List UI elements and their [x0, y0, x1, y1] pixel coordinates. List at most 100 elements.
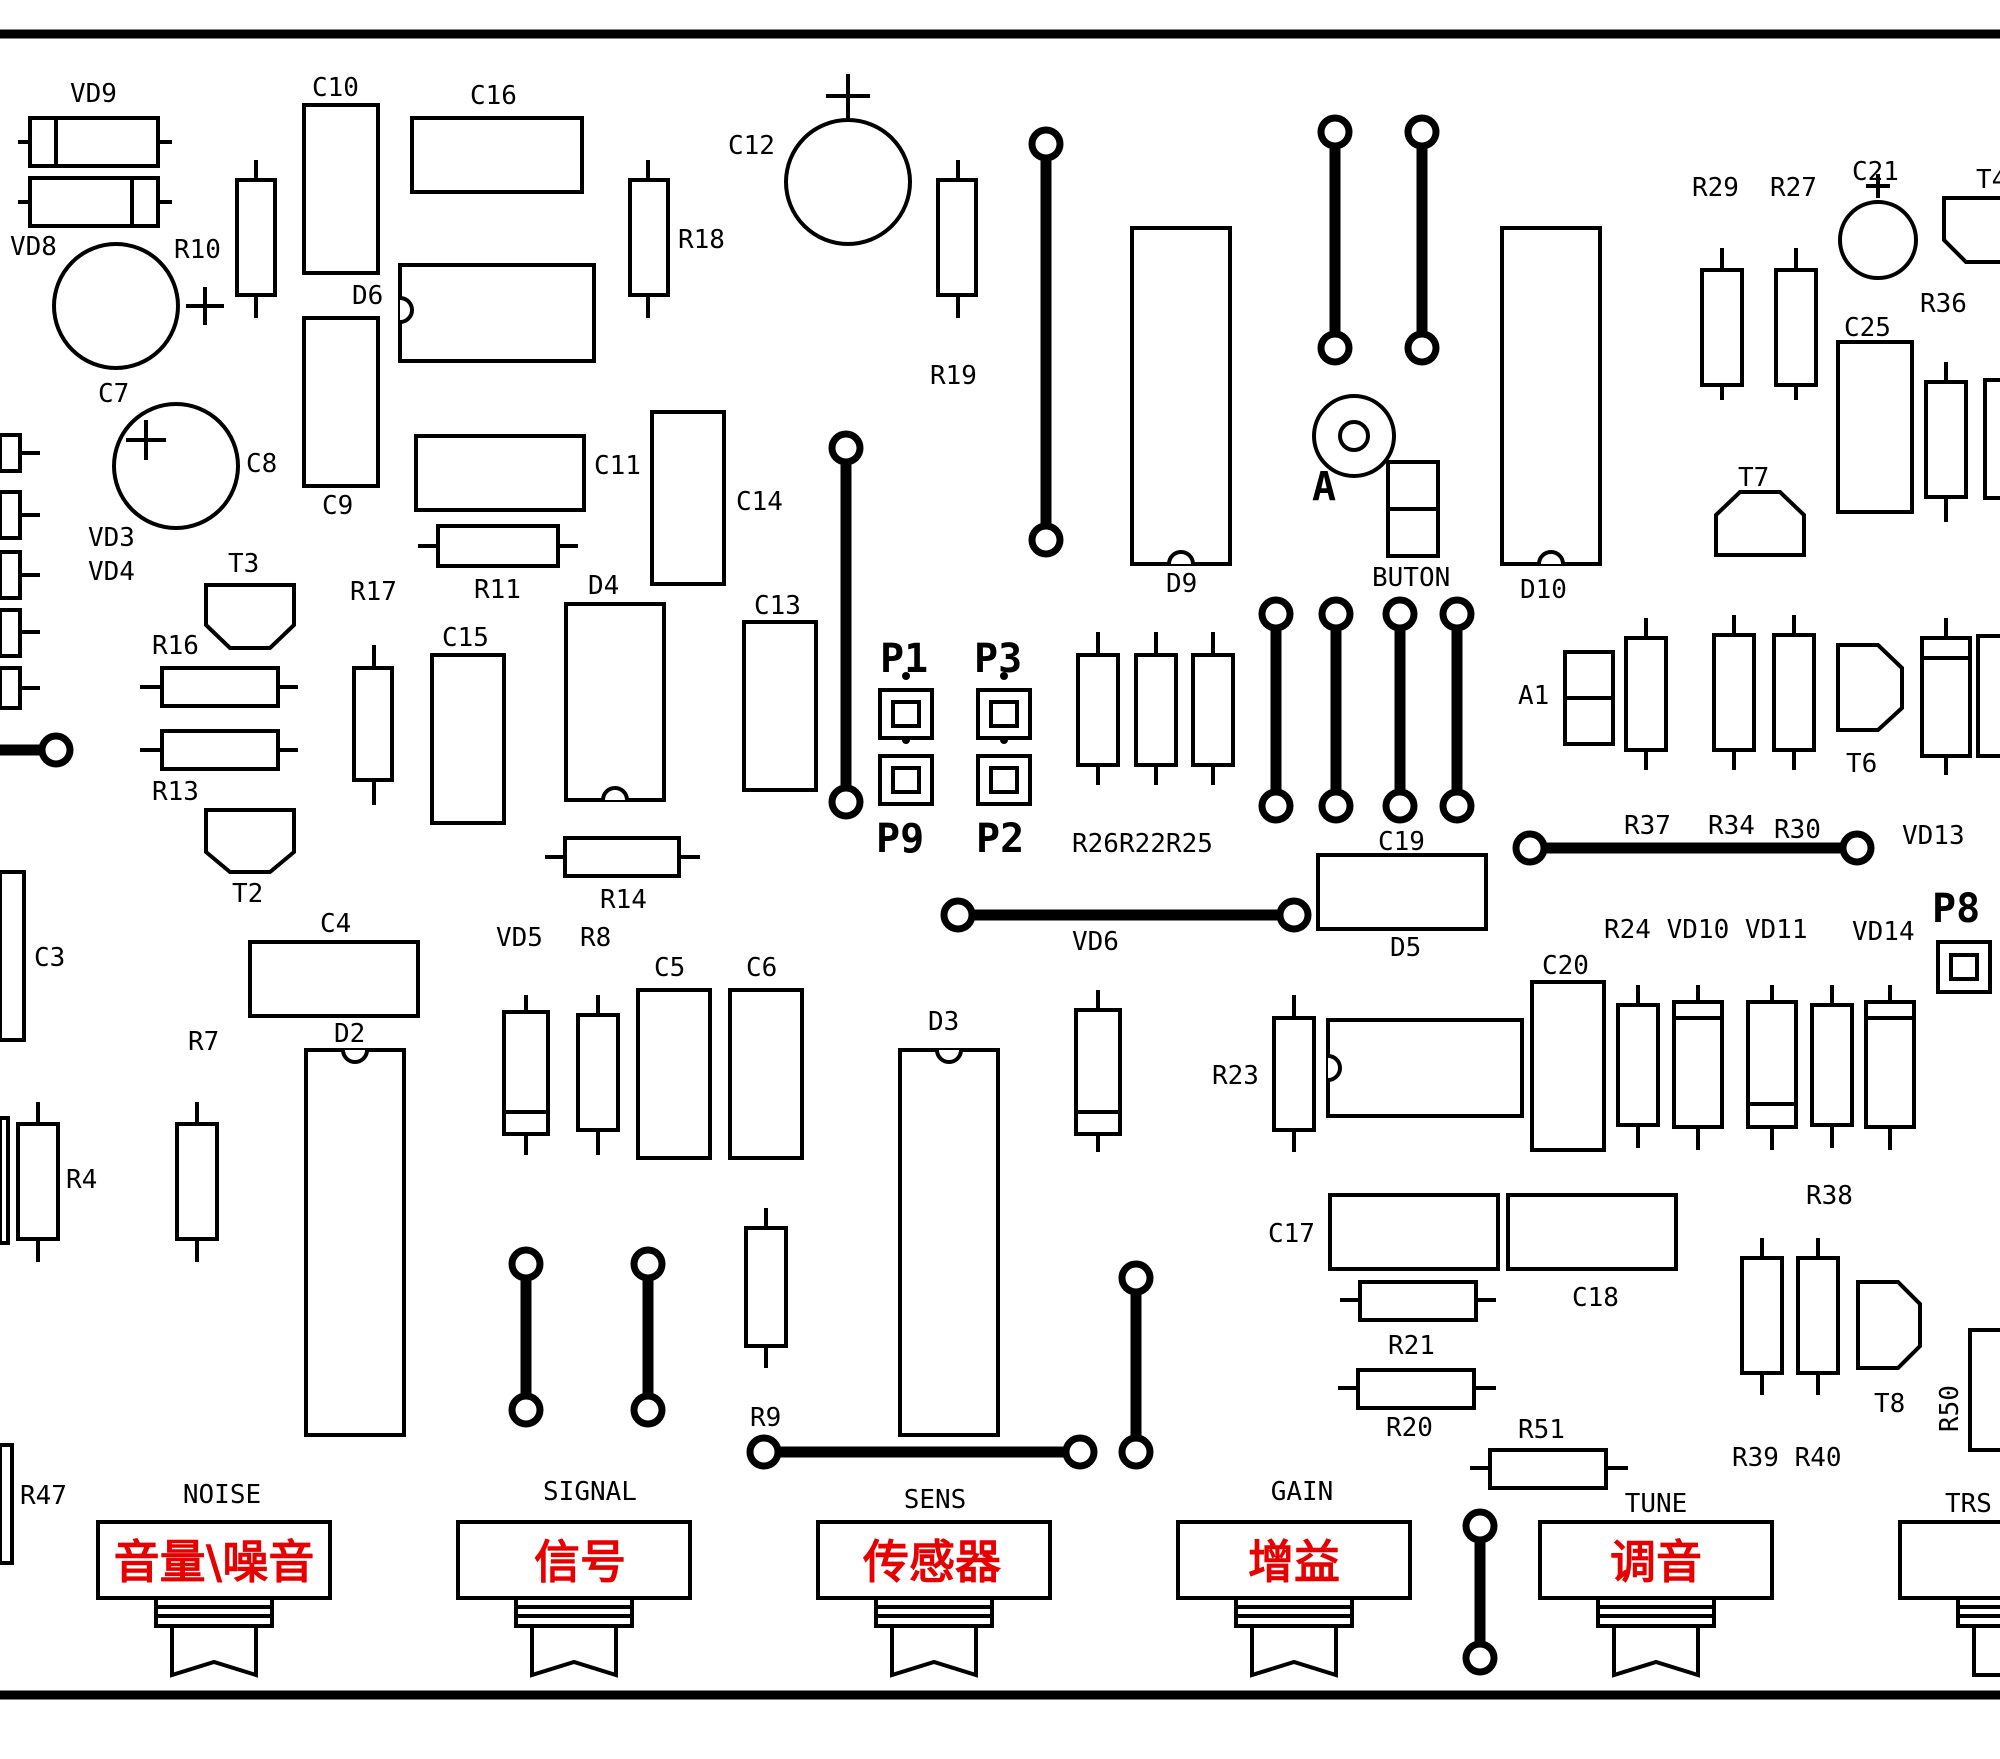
label-c20: C20	[1542, 951, 1589, 981]
electrolytic-capacitors	[52, 74, 1918, 530]
label-r19: R19	[930, 361, 977, 391]
label-vd13: VD13	[1902, 821, 1965, 851]
label-c14: C14	[736, 487, 783, 517]
knob-title-trs: TRS	[1945, 1489, 1992, 1519]
label-t7: T7	[1738, 463, 1769, 493]
label-d2: D2	[334, 1019, 365, 1049]
label-r51: R51	[1518, 1415, 1565, 1445]
label-c11: C11	[594, 451, 641, 481]
label-d4: D4	[588, 571, 619, 601]
resistors-vertical	[0, 160, 2000, 1565]
label-buton: BUTON	[1372, 563, 1450, 593]
integrated-circuits	[304, 226, 1602, 1437]
knob-title-noise: NOISE	[183, 1480, 261, 1510]
label-vd8: VD8	[10, 232, 57, 262]
label-d6: D6	[352, 281, 383, 311]
label-p1: P1	[880, 636, 928, 682]
label-r17: R17	[350, 577, 397, 607]
label-a1: A1	[1518, 681, 1549, 711]
label-r23: R23	[1212, 1061, 1259, 1091]
knob-title-sens: SENS	[904, 1485, 967, 1515]
transistors	[204, 196, 2000, 1370]
knob-trs[interactable]: TRS	[1898, 1489, 2000, 1677]
label-a: A	[1312, 464, 1336, 510]
label-c4: C4	[320, 909, 351, 939]
label-r16: R16	[152, 631, 199, 661]
label-c8: C8	[246, 449, 277, 479]
label-r18: R18	[678, 225, 725, 255]
label-vd6: VD6	[1072, 927, 1119, 957]
label-vd14: VD14	[1852, 917, 1915, 947]
knob-signal[interactable]: SIGNAL 信号	[456, 1477, 692, 1678]
label-c19: C19	[1378, 827, 1425, 857]
label-r26r22r25: R26R22R25	[1072, 829, 1213, 859]
jumper-wires	[0, 114, 1875, 1676]
knob-gain[interactable]: GAIN 增益	[1176, 1477, 1412, 1678]
label-r7: R7	[188, 1027, 219, 1057]
label-t3: T3	[228, 549, 259, 579]
label-r38: R38	[1806, 1181, 1853, 1211]
knob-title-tune: TUNE	[1625, 1489, 1688, 1519]
label-d5: D5	[1390, 933, 1421, 963]
label-r36: R36	[1920, 289, 1967, 319]
label-c25: C25	[1844, 313, 1891, 343]
label-r47: R47	[20, 1481, 67, 1511]
label-r20: R20	[1386, 1413, 1433, 1443]
knob-label-gain: 增益	[1248, 1535, 1340, 1589]
label-c6: C6	[746, 953, 777, 983]
label-c16: C16	[470, 81, 517, 111]
label-c21: C21	[1852, 157, 1899, 187]
label-p9: P9	[876, 816, 924, 862]
diodes-vertical	[502, 378, 2000, 1155]
label-r8: R8	[580, 923, 611, 953]
label-t8: T8	[1874, 1389, 1905, 1419]
knob-noise[interactable]: NOISE 音量\噪音	[96, 1480, 332, 1678]
label-r34: R34	[1708, 811, 1755, 841]
knob-label-tune: 调音	[1610, 1535, 1702, 1589]
knob-title-signal: SIGNAL	[543, 1477, 637, 1507]
label-r14: R14	[600, 885, 647, 915]
label-c17: C17	[1268, 1219, 1315, 1249]
capacitors	[0, 103, 1914, 1271]
label-vd3: VD3	[88, 523, 135, 553]
label-r29: R29	[1692, 173, 1739, 203]
label-c3: C3	[34, 943, 65, 973]
knob-tune[interactable]: TUNE 调音	[1538, 1489, 1774, 1678]
label-r21: R21	[1388, 1331, 1435, 1361]
label-r9: R9	[750, 1403, 781, 1433]
label-r10: R10	[174, 235, 221, 265]
knob-sens[interactable]: SENS 传感器	[816, 1485, 1052, 1678]
label-r11: R11	[474, 575, 521, 605]
label-vd9: VD9	[70, 79, 117, 109]
label-c13: C13	[754, 591, 801, 621]
label-r27: R27	[1770, 173, 1817, 203]
label-c9: C9	[322, 491, 353, 521]
label-t2: T2	[232, 879, 263, 909]
label-c12: C12	[728, 131, 775, 161]
knob-label-signal: 信号	[534, 1535, 626, 1589]
label-p3: P3	[974, 636, 1022, 682]
label-r4: R4	[66, 1165, 97, 1195]
knob-label-sens: 传感器	[862, 1535, 1002, 1589]
label-r50: R50	[1935, 1385, 1965, 1432]
label-vd5: VD5	[496, 923, 543, 953]
label-r13: R13	[152, 777, 199, 807]
label-p8: P8	[1932, 886, 1980, 932]
label-c10: C10	[312, 73, 359, 103]
knob-title-gain: GAIN	[1271, 1477, 1334, 1507]
label-d10: D10	[1520, 575, 1567, 605]
label-d3: D3	[928, 1007, 959, 1037]
label-vd4: VD4	[88, 557, 135, 587]
misc-parts	[878, 394, 1992, 994]
label-d9: D9	[1166, 569, 1197, 599]
component-labels: VD9 VD8 R10 C7 C8 C10 C9 C16 D6 R18 C12 …	[10, 73, 2000, 1511]
label-c18: C18	[1572, 1283, 1619, 1313]
label-r24vd10vd11: R24 VD10 VD11	[1604, 915, 1808, 945]
horizontal-parts	[0, 116, 1628, 1490]
label-r37: R37	[1624, 811, 1671, 841]
label-c15: C15	[442, 623, 489, 653]
label-t6: T6	[1846, 749, 1877, 779]
label-r30: R30	[1774, 815, 1821, 845]
label-c7: C7	[98, 379, 129, 409]
